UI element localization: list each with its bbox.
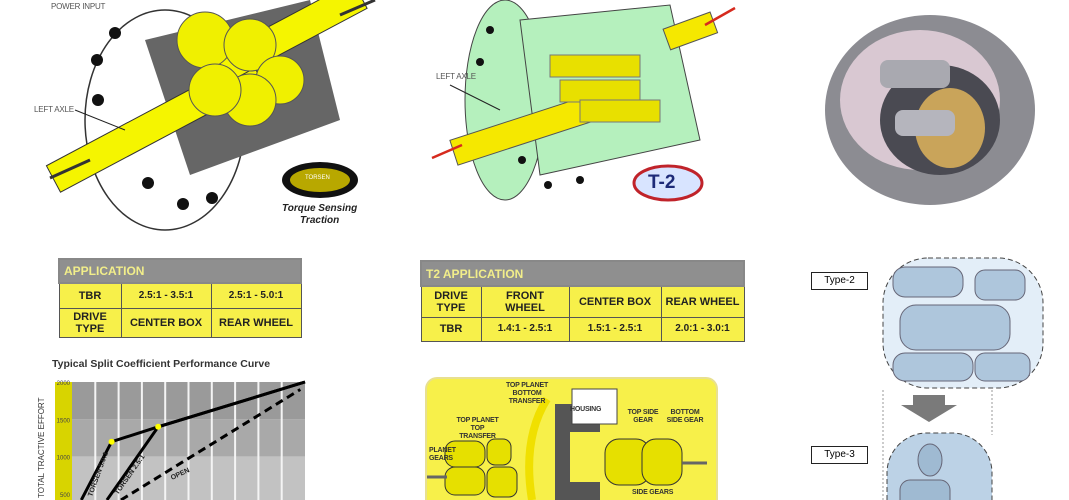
table-cell: 2.5:1 - 5.0:1: [210, 282, 302, 309]
table-cell: REAR WHEEL: [210, 307, 302, 338]
table-cell: TBR: [420, 316, 482, 342]
label-side-gears: SIDE GEARS: [632, 489, 674, 496]
type-comparison-illustration: [882, 257, 1044, 500]
chart-knee-point: [108, 438, 115, 445]
t2-badge: T-2: [648, 172, 676, 193]
chart-ytick-label: 1000: [57, 456, 71, 462]
chart-yaxis-band: [55, 382, 72, 500]
table-cell: 2.5:1 - 3.5:1: [120, 282, 212, 309]
table-cell: FRONT WHEEL: [480, 285, 570, 318]
differential-cutaway-illustration: [825, 15, 1035, 205]
table-cell: CENTER BOX: [120, 307, 212, 338]
tagline-1: Torque Sensing: [282, 203, 358, 214]
t2-badge-icon: [632, 164, 704, 202]
chart-series-line: [120, 388, 302, 500]
torsen-t2-illustration: [431, 0, 736, 202]
label-housing: HOUSING: [570, 406, 602, 413]
label-planet-gears: PLANET GEARS: [429, 447, 456, 462]
gear-layout-diagram: TOP PLANET BOTTOM TRANSFER TOP PLANET TO…: [425, 377, 718, 500]
label-top-planet-bottom-transfer: TOP PLANET BOTTOM TRANSFER: [505, 382, 549, 405]
torsen-t1-diagram: POWER INPUT LEFT AXLE TORSEN Torque Sens…: [0, 0, 390, 235]
table-cell: DRIVE TYPE: [420, 285, 482, 318]
t2-application-table: T2 APPLICATION DRIVE TYPE FRONT WHEEL CE…: [420, 260, 745, 342]
label-top-side-gear: TOP SIDE GEAR: [627, 409, 659, 424]
tagline-2: Traction: [300, 215, 340, 226]
chart-knee-point: [155, 423, 162, 430]
chart-ytick-label: 500: [60, 493, 71, 499]
chart-title: Typical Split Coefficient Performance Cu…: [52, 358, 271, 370]
gear-layout-illustration: [427, 388, 707, 500]
label-top-planet-top-transfer: TOP PLANET TOP TRANSFER: [456, 417, 499, 440]
application-table: APPLICATION TBR 2.5:1 - 3.5:1 2.5:1 - 5.…: [58, 258, 302, 338]
table-cell: 1.4:1 - 2.5:1: [480, 316, 570, 342]
torsen-t1-illustration: [45, 0, 376, 231]
chart-ylabel: TOTAL TRACTIVE EFFORT: [37, 397, 46, 498]
type2-label: Type-2: [811, 272, 868, 290]
table-cell: TBR: [58, 282, 122, 309]
logo-text: TORSEN: [305, 175, 330, 181]
torsen-t2-diagram: LEFT AXLE T-2: [410, 0, 760, 210]
arrow-down-icon: [901, 395, 957, 422]
table-cell: DRIVE TYPE: [58, 307, 122, 338]
label-bottom-side-gear: BOTTOM SIDE GEAR: [666, 409, 704, 424]
t2-left-axle-label: LEFT AXLE: [436, 72, 476, 81]
table-cell: REAR WHEEL: [660, 285, 745, 318]
table-cell: CENTER BOX: [568, 285, 662, 318]
type3-label: Type-3: [811, 446, 868, 464]
table-cell: 2.0:1 - 3.0:1: [660, 316, 745, 342]
t2-application-table-title: T2 APPLICATION: [420, 260, 745, 287]
chart-ytick-label: 2000: [57, 381, 71, 387]
left-axle-label: LEFT AXLE: [34, 105, 74, 114]
application-table-title: APPLICATION: [58, 258, 302, 284]
table-cell: 1.5:1 - 2.5:1: [568, 316, 662, 342]
power-input-label: POWER INPUT: [51, 2, 106, 11]
chart-ytick-label: 1500: [57, 418, 71, 424]
